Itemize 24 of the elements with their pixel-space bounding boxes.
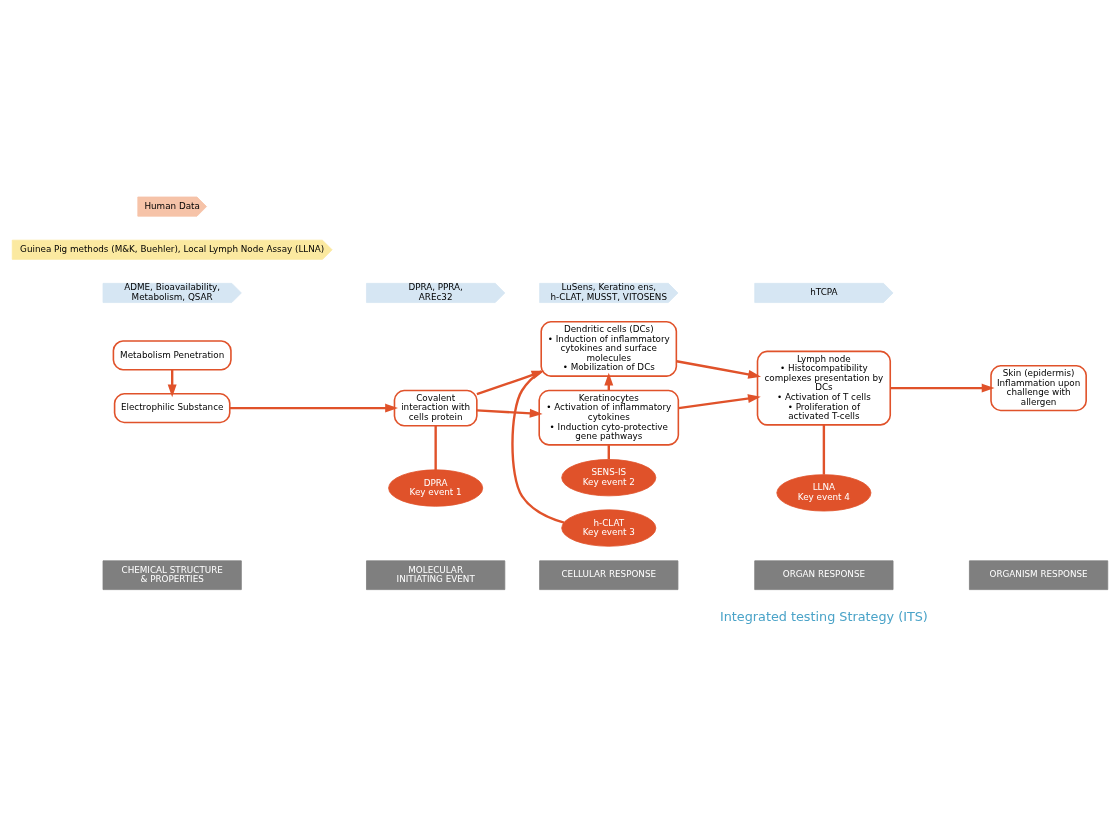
node-box: MOLECULAR INITIATING EVENT	[366, 559, 506, 590]
connector	[822, 424, 826, 475]
node-ellipse: DPRA Key event 1	[388, 468, 484, 507]
node-box: Covalent interaction with cells protein	[393, 389, 478, 426]
node-box: Lymph node • Histocompatibility complexes presentation by DCs • Activation of T cells • Proliferation of activated T-cells	[756, 350, 892, 426]
node-box: CHEMICAL STRUCTURE & PROPERTIES	[102, 559, 242, 590]
node-box: Skin (epidermis) Inflammation upon challenge with allergen	[990, 364, 1087, 411]
arrow	[229, 403, 398, 413]
node-box: Electrophilic Substance	[113, 392, 231, 423]
node-box: Metabolism Penetration	[112, 339, 232, 371]
label: Integrated testing Strategy (ITS)	[719, 608, 928, 624]
node-box: CELLULAR RESPONSE	[539, 559, 679, 590]
node-ellipse: SENS-IS Key event 2	[561, 458, 657, 496]
node-box: Dendritic cells (DCs) • Induction of inflammatory cytokines and surface molecules • Mobilization of DCs	[540, 320, 678, 377]
connector	[434, 425, 437, 470]
node-ellipse: LLNA Key event 4	[776, 473, 872, 511]
node-box: ORGAN RESPONSE	[754, 559, 894, 590]
arrow	[476, 408, 543, 418]
arrow	[676, 359, 762, 379]
node-box: Keratinocytes • Activation of inflammatory cytokines • Induction cyto-protective gene pathways	[538, 389, 680, 446]
node-ellipse: h-CLAT Key event 3	[561, 508, 657, 547]
arrow	[890, 383, 995, 393]
node-box: ORGANISM RESPONSE	[969, 559, 1109, 590]
arrow	[678, 393, 761, 409]
